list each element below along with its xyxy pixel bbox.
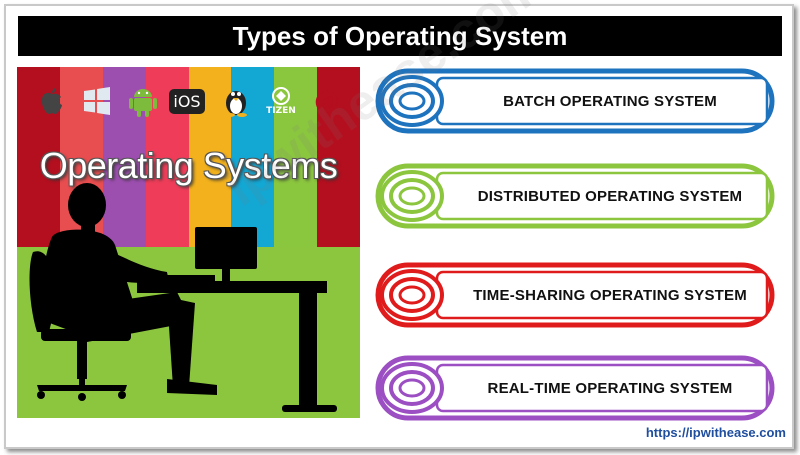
tizen-logo-icon: TIZEN [261, 82, 301, 120]
apple-logo-icon [35, 82, 69, 120]
type-item-time-sharing: TIME-SHARING OPERATING SYSTEM [375, 262, 775, 328]
ios-logo-icon: iOS [167, 82, 207, 120]
debian-logo-icon: @ [309, 82, 345, 120]
operating-systems-illustration: iOS TIZEN @ Operating Systems [17, 67, 360, 418]
stripe [317, 67, 360, 247]
ring-middle [389, 370, 435, 406]
ios-logo-text: iOS [169, 88, 205, 114]
type-item-distributed: DISTRIBUTED OPERATING SYSTEM [375, 163, 775, 229]
person-at-computer-silhouette [29, 183, 337, 412]
type-item-real-time: REAL-TIME OPERATING SYSTEM [375, 355, 775, 421]
ring-middle [389, 277, 435, 313]
type-label: DISTRIBUTED OPERATING SYSTEM [477, 187, 743, 205]
android-logo-icon [125, 82, 161, 120]
ring-inner [398, 378, 426, 398]
windows-logo-icon [79, 82, 115, 120]
debian-logo-text: @ [314, 86, 340, 116]
page-title: Types of Operating System [18, 16, 782, 56]
linux-tux-logo-icon [219, 82, 253, 120]
ring-middle [389, 178, 435, 214]
type-label: BATCH OPERATING SYSTEM [503, 92, 717, 110]
type-label: TIME-SHARING OPERATING SYSTEM [473, 286, 747, 304]
ring-inner [398, 91, 426, 111]
footer-website-link[interactable]: https://ipwithease.com [645, 425, 786, 440]
operating-systems-heading: Operating Systems [39, 145, 338, 186]
type-item-batch: BATCH OPERATING SYSTEM [375, 68, 775, 134]
real-time-ring-icon [375, 355, 775, 421]
distributed-ring-icon [375, 163, 775, 229]
time-sharing-ring-icon [375, 262, 775, 328]
type-label: REAL-TIME OPERATING SYSTEM [487, 379, 733, 397]
batch-ring-icon [375, 68, 775, 134]
tizen-logo-text: TIZEN [266, 106, 296, 116]
ring-middle [389, 83, 435, 119]
ring-inner [398, 285, 426, 305]
ring-inner [398, 186, 426, 206]
